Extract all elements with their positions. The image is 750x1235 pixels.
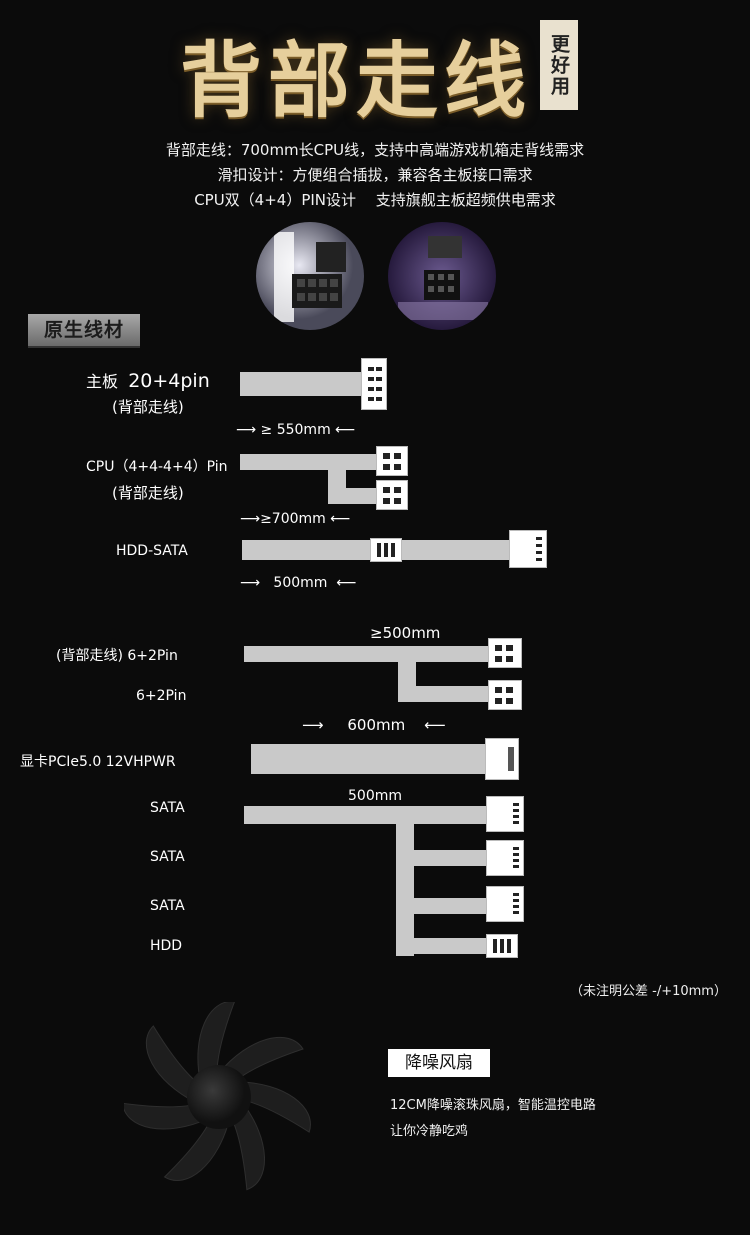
cpu-connector-2 [376, 480, 408, 510]
hdd-sata-label: HDD-SATA [116, 543, 188, 559]
sata-chain-label-2: SATA [150, 849, 185, 865]
sata-chain-label-1: SATA [150, 800, 185, 816]
cpu-cable-drop [328, 468, 346, 494]
sata-chain-branch-2 [396, 850, 488, 866]
cpu-cable-main [240, 454, 378, 470]
mainboard-name: 主板 [86, 372, 119, 391]
pcie-cable-branch [398, 686, 490, 702]
sata-connector [509, 530, 547, 568]
mainboard-cable [240, 372, 362, 396]
pcie-cable-drop [398, 660, 416, 692]
pcie-length: ⟶ 600mm ⟵ [302, 716, 446, 734]
sata-chain-connector-3 [486, 886, 524, 922]
mainboard-connector [361, 358, 387, 410]
pcie-connector-2 [488, 680, 522, 710]
gpu-cable [251, 744, 487, 774]
fan-title: 降噪风扇 [388, 1049, 490, 1077]
mainboard-sub: (背部走线) [112, 398, 184, 416]
pcie-cable-main [244, 646, 490, 662]
pcie-label-1: (背部走线) 6+2Pin [56, 648, 178, 664]
seal-stamp: 更好用 [540, 20, 578, 110]
sata-chain-label-4: HDD [150, 938, 183, 954]
intro-line-3: CPU双（4+4）PIN设计 支持旗舰主板超频供电需求 [194, 191, 556, 209]
fan-icon [121, 1001, 314, 1192]
pcie-connector-1 [488, 638, 522, 668]
fan-desc-2: 让你冷静吃鸡 [390, 1124, 469, 1139]
sata-chain-length: 500mm [348, 788, 402, 804]
tolerance-note: （未注明公差 -/+10mm） [570, 984, 727, 999]
gpu-connector [485, 738, 519, 780]
mainboard-label: 主板 20+4pin [86, 368, 210, 392]
sata-chain-branch-3 [396, 898, 488, 914]
sata-chain-label-3: SATA [150, 898, 185, 914]
connector-photo-right [388, 222, 496, 330]
hdd-connector [370, 538, 402, 562]
cpu-sub: (背部走线) [112, 484, 184, 502]
intro-line-2: 滑扣设计：方便组合插拔，兼容各主板接口需求 [217, 166, 533, 184]
intro-line-1: 背部走线：700mm长CPU线，支持中高端游戏机箱走背线需求 [165, 141, 585, 159]
gpu-label: 显卡PCIe5.0 12VHPWR [20, 754, 176, 770]
pcie-label-2: 6+2Pin [136, 688, 187, 704]
cpu-connector-1 [376, 446, 408, 476]
sata-chain-hdd-connector [486, 934, 518, 958]
sata-chain-connector-1 [486, 796, 524, 832]
mainboard-length: ⟶ ≥ 550mm ⟵ [236, 422, 356, 438]
connector-photo-left [256, 222, 364, 330]
cpu-cable-branch [328, 488, 378, 504]
cpu-length: ⟶≥700mm ⟵ [240, 511, 351, 527]
pcie-length-top: ≥500mm [370, 624, 441, 642]
mainboard-pins: 20+4pin [128, 370, 210, 392]
cpu-label: CPU（4+4-4+4）Pin [86, 459, 228, 475]
sata-chain-branch-4 [396, 938, 488, 954]
sata-chain-cable-main [244, 806, 488, 824]
hdd-sata-length: ⟶ 500mm ⟵ [240, 575, 357, 591]
sata-chain-connector-2 [486, 840, 524, 876]
fan-desc-1: 12CM降噪滚珠风扇，智能温控电路 [390, 1098, 596, 1113]
sata-chain-cable-vertical [396, 822, 414, 956]
section-badge: 原生线材 [28, 314, 140, 346]
hero-title: 背部走线 [180, 33, 533, 129]
